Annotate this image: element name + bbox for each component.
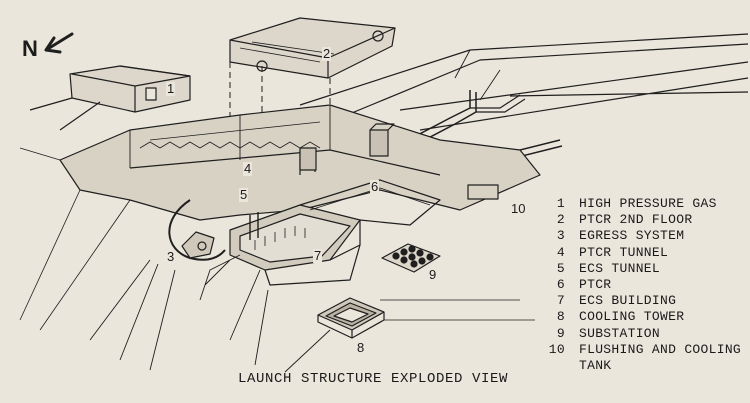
north-arrow-icon (44, 32, 74, 54)
ecs-ptcr-complex (199, 179, 441, 301)
legend-item: 3 EGRESS SYSTEM (538, 228, 748, 244)
callout-7: 7 (313, 248, 323, 263)
substation (381, 243, 441, 273)
legend-item: 9 SUBSTATION (538, 326, 748, 342)
legend-number: 4 (556, 244, 565, 260)
leader-lines (19, 147, 535, 373)
callout-6: 6 (370, 179, 380, 194)
legend-number: 1 (556, 196, 565, 211)
callout-4: 4 (243, 161, 253, 176)
legend-label: ECS TUNNEL (579, 260, 661, 276)
legend-label: COOLING TOWER (579, 309, 685, 325)
legend-label: HIGH PRESSURE GAS (579, 196, 717, 211)
legend-number: 9 (556, 325, 565, 341)
legend-item: 7 ECS BUILDING (538, 293, 748, 309)
legend-number: 10 (548, 341, 565, 357)
legend-number: 3 (556, 228, 565, 244)
legend-number: 7 (556, 293, 565, 309)
figure-caption: LAUNCH STRUCTURE EXPLODED VIEW (238, 371, 509, 387)
legend-label: SUBSTATION (579, 325, 661, 341)
legend: 1 HIGH PRESSURE GAS 2 PTCR 2ND FLOOR 3 E… (538, 196, 748, 374)
legend-number: 2 (556, 212, 565, 228)
legend-number: 6 (556, 277, 565, 293)
callout-9: 9 (428, 267, 438, 282)
legend-item: 1 HIGH PRESSURE GAS (538, 196, 748, 212)
legend-label: PTCR TUNNEL (579, 244, 669, 260)
legend-number: 8 (556, 309, 565, 325)
legend-item: 5 ECS TUNNEL (538, 261, 748, 277)
north-label: N (22, 36, 38, 61)
callout-5: 5 (239, 187, 249, 202)
callout-10: 10 (510, 201, 527, 216)
high-pressure-gas-building (29, 65, 191, 131)
legend-item: 2 PTCR 2ND FLOOR (538, 212, 748, 228)
legend-label: FLUSHING AND COOLING TANK (579, 341, 742, 374)
legend-item: 10 FLUSHING AND COOLING TANK (538, 342, 748, 374)
legend-label: PTCR 2ND FLOOR (579, 212, 693, 228)
callout-8: 8 (356, 340, 366, 355)
legend-item: 4 PTCR TUNNEL (538, 245, 748, 261)
cooling-tower (317, 297, 385, 339)
legend-label: PTCR (579, 277, 612, 293)
callout-2: 2 (322, 46, 332, 61)
legend-item: 6 PTCR (538, 277, 748, 293)
callout-3: 3 (166, 249, 176, 264)
launch-ramp (299, 33, 749, 131)
legend-item: 8 COOLING TOWER (538, 309, 748, 325)
egress-system (89, 199, 226, 371)
legend-label: ECS BUILDING (579, 293, 677, 309)
legend-number: 5 (556, 260, 565, 276)
launch-structure-deck (59, 104, 541, 221)
callout-1: 1 (166, 81, 176, 96)
legend-label: EGRESS SYSTEM (579, 228, 685, 244)
